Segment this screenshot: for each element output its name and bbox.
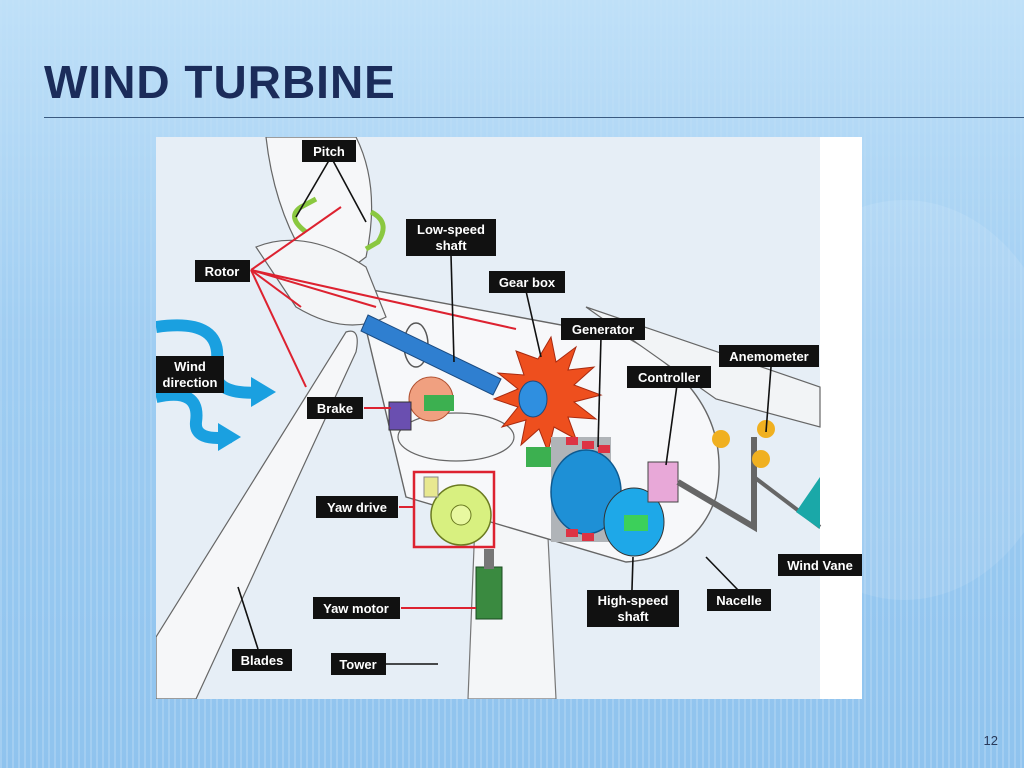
generator-shaft: [624, 515, 648, 531]
title-rule: [44, 117, 1024, 118]
svg-text:Low-speed: Low-speed: [417, 222, 485, 237]
label-high-speed-shaft: High-speed shaft: [587, 590, 679, 627]
yaw-pinion: [423, 476, 439, 498]
controller-box: [647, 461, 679, 503]
svg-text:Nacelle: Nacelle: [716, 593, 762, 608]
wind-turbine-diagram: Pitch Rotor Low-speed shaft Gear box Gen…: [156, 137, 862, 699]
brake-caliper: [388, 401, 412, 431]
label-blades: Blades: [232, 649, 292, 671]
yaw-drive-outline: [412, 470, 496, 549]
low-speed-shaft-shape: [360, 314, 502, 396]
black-callout-lines: [237, 156, 772, 665]
label-yaw-motor: Yaw motor: [313, 597, 400, 619]
anemometer-cup-1: [712, 430, 730, 448]
label-pitch: Pitch: [302, 140, 356, 162]
label-brake: Brake: [307, 397, 363, 419]
generator-coil-1: [566, 437, 578, 445]
svg-text:Rotor: Rotor: [205, 264, 240, 279]
rotor-hub: [255, 239, 387, 326]
yaw-motor-shaft: [484, 549, 494, 569]
generator-coil-5: [582, 533, 594, 541]
anemometer-mast: [676, 437, 757, 533]
label-wind-vane: Wind Vane: [778, 554, 862, 576]
svg-text:shaft: shaft: [435, 238, 467, 253]
rotor-callout-lines: [250, 206, 517, 388]
svg-text:Controller: Controller: [638, 370, 700, 385]
high-speed-shaft-link: [526, 447, 556, 467]
svg-text:Gear box: Gear box: [499, 275, 556, 290]
wind-vane-fin: [796, 477, 820, 529]
svg-text:Pitch: Pitch: [313, 144, 345, 159]
svg-text:Yaw drive: Yaw drive: [327, 500, 387, 515]
wind-arrow-upper-head: [251, 377, 276, 407]
label-rotor: Rotor: [195, 260, 250, 282]
slide-title: WIND TURBINE: [44, 56, 396, 108]
svg-text:direction: direction: [163, 375, 218, 390]
generator-coil-4: [566, 529, 578, 537]
svg-text:Wind: Wind: [174, 359, 206, 374]
lower-blade: [156, 330, 358, 699]
brake-shaft: [424, 395, 454, 411]
label-anemometer: Anemometer: [719, 345, 819, 367]
label-controller: Controller: [627, 366, 711, 388]
svg-text:Anemometer: Anemometer: [729, 349, 808, 364]
svg-text:Blades: Blades: [241, 653, 284, 668]
label-low-speed-shaft: Low-speed shaft: [406, 219, 496, 256]
yaw-platform: [397, 412, 515, 462]
label-nacelle: Nacelle: [707, 589, 771, 611]
label-yaw-drive: Yaw drive: [316, 496, 398, 518]
pitch-arrow-right: [364, 209, 386, 252]
gear-hub: [518, 380, 548, 418]
svg-text:High-speed: High-speed: [598, 593, 669, 608]
yaw-motor-shape: [475, 566, 503, 620]
wind-arrow-lower: [156, 388, 232, 444]
anemometer-cup-3: [752, 450, 770, 468]
svg-text:Yaw motor: Yaw motor: [323, 601, 389, 616]
label-generator: Generator: [561, 318, 645, 340]
generator-coil-3: [598, 445, 610, 453]
svg-text:shaft: shaft: [617, 609, 649, 624]
generator-coil-2: [582, 441, 594, 449]
label-wind-direction: Wind direction: [156, 356, 224, 393]
svg-text:Brake: Brake: [317, 401, 353, 416]
gear-box-gear: [492, 335, 603, 454]
page-number: 12: [983, 733, 998, 748]
wind-arrow-lower-head: [218, 423, 241, 451]
label-tower: Tower: [331, 653, 386, 675]
svg-text:Wind Vane: Wind Vane: [787, 558, 853, 573]
yaw-drive-hub: [450, 504, 472, 526]
svg-text:Generator: Generator: [572, 322, 634, 337]
label-gear-box: Gear box: [489, 271, 565, 293]
svg-text:Tower: Tower: [339, 657, 376, 672]
